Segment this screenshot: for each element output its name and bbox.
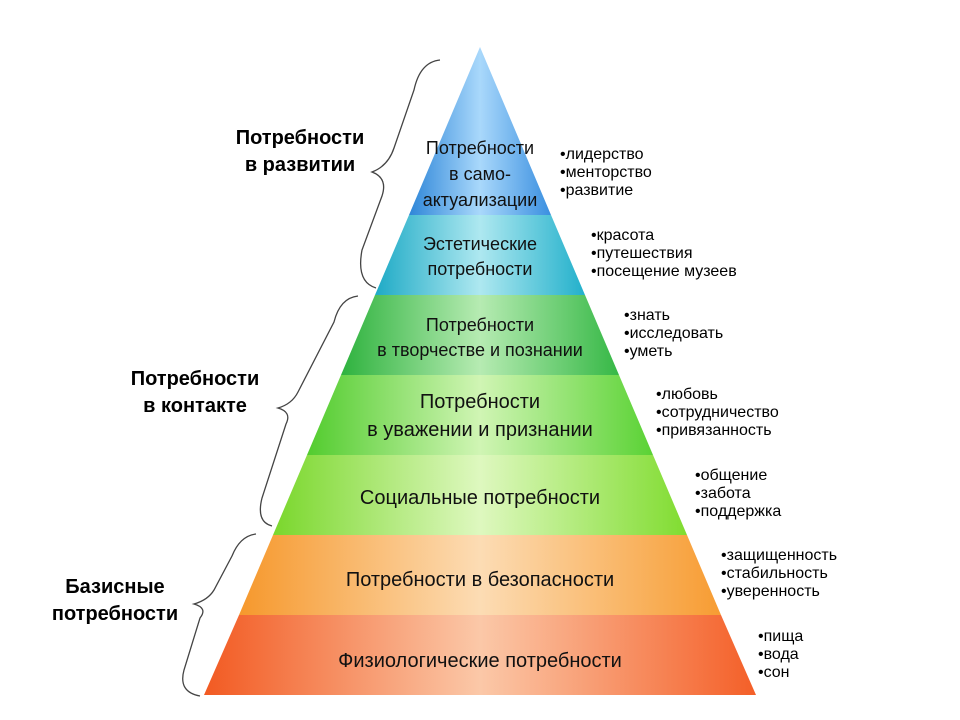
tier-label-line: Потребности в безопасности (345, 569, 615, 591)
bullet-item: •вода (758, 646, 799, 663)
bullet-item: •любовь (656, 386, 718, 403)
bullet-item: •привязанность (656, 422, 772, 439)
group-label-line: Потребности (130, 368, 260, 390)
bullet-list-self-actualization: •лидерство •менторство •развитие (560, 146, 652, 200)
tier-label-line: в творчестве и познании (377, 340, 583, 360)
bullet-item: •защищенность (721, 547, 838, 564)
bullet-item: •знать (624, 307, 670, 324)
bullet-item: •уметь (624, 343, 673, 360)
tier-label-line: Эстетические (422, 234, 538, 254)
tier-label-safety: Потребности в безопасности (250, 568, 710, 593)
brace-basic (182, 533, 257, 697)
group-label-contact: Потребности в контакте (105, 366, 285, 420)
tier-band-social (273, 455, 687, 535)
tier-band-physiological (204, 615, 756, 695)
tier-band-self-actualization (409, 47, 551, 215)
bullet-list-esteem: •любовь •сотрудничество •привязанность (656, 386, 779, 440)
bullet-item: •развитие (560, 182, 634, 199)
group-label-development: Потребности в развитии (210, 125, 390, 179)
bullet-item: •сотрудничество (656, 404, 779, 421)
bullet-item: •лидерство (560, 146, 644, 163)
tier-label-line: в само- (449, 164, 511, 184)
tier-label-line: Потребности (419, 391, 541, 413)
bullet-list-physiological: •пища •вода •сон (758, 628, 803, 682)
tier-label-line: Потребности (425, 315, 535, 335)
bullet-list-creativity: •знать •исследовать •уметь (624, 307, 723, 361)
bullet-item: •стабильность (721, 565, 828, 582)
tier-label-line: Социальные потребности (359, 487, 601, 509)
bullet-item: •посещение музеев (591, 263, 737, 280)
tier-label-creativity: Потребности в творчестве и познании (330, 313, 630, 363)
tier-label-aesthetic: Эстетические потребности (380, 232, 580, 282)
bullet-item: •сон (758, 664, 790, 681)
tier-band-esteem (307, 375, 653, 455)
tier-label-physiological: Физиологические потребности (230, 649, 730, 674)
tier-label-social: Социальные потребности (280, 486, 680, 511)
tier-label-line: актуализации (422, 190, 538, 210)
group-label-line: потребности (51, 603, 179, 625)
tier-label-line: Физиологические потребности (338, 650, 622, 672)
bullet-item: •пища (758, 628, 804, 645)
group-label-basic: Базисные потребности (30, 574, 200, 628)
tier-band-safety (239, 535, 721, 615)
brace-contact (259, 295, 359, 527)
tier-band-aesthetic (375, 215, 585, 295)
group-label-line: Потребности (235, 127, 365, 149)
bullet-item: •красота (591, 227, 655, 244)
tier-label-self-actualization: Потребности в само- актуализации (400, 135, 560, 213)
group-label-line: в контакте (143, 395, 247, 417)
bullet-item: •забота (695, 485, 751, 502)
bullet-item: •уверенность (721, 583, 820, 600)
group-label-line: в развитии (244, 154, 356, 176)
tier-label-line: потребности (427, 259, 533, 279)
tier-band-creativity (341, 295, 619, 375)
bullet-item: •путешествия (591, 245, 693, 262)
bullet-list-social: •общение •забота •поддержка (695, 467, 781, 521)
bullet-item: •исследовать (624, 325, 724, 342)
bullet-list-aesthetic: •красота •путешествия •посещение музеев (591, 227, 737, 281)
tier-label-line: в уважении и признании (367, 419, 593, 441)
brace-development (359, 59, 441, 289)
bullet-list-safety: •защищенность •стабильность •уверенность (721, 547, 837, 601)
group-label-line: Базисные (65, 576, 165, 598)
bullet-item: •общение (695, 467, 768, 484)
tier-label-esteem: Потребности в уважении и признании (310, 388, 650, 444)
tier-label-line: Потребности (425, 138, 535, 158)
bullet-item: •менторство (560, 164, 652, 181)
bullet-item: •поддержка (695, 503, 782, 520)
